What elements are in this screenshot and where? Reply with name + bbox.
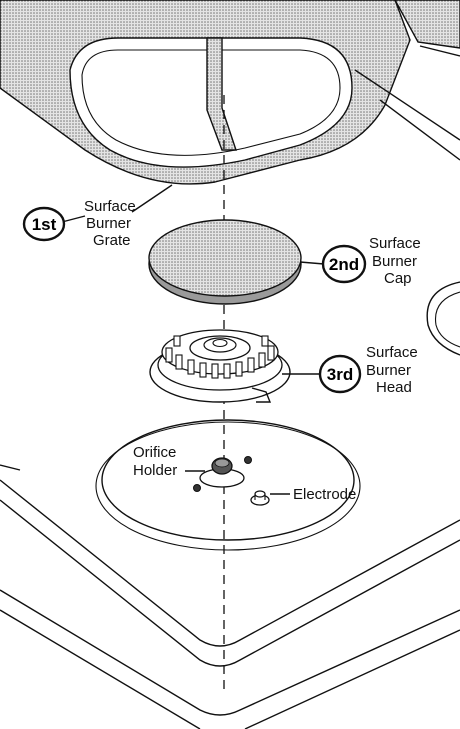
callout-grate: 1st Surface Burner Grate [22, 184, 173, 249]
callout-orifice-holder: Orifice Holder [133, 444, 205, 479]
head-label-line1: Surface [366, 344, 418, 361]
badge-1st-text: 1st [32, 215, 57, 234]
stovetop-base [0, 281, 460, 729]
callout-electrode: Electrode [270, 486, 356, 503]
cap-label-line3: Cap [384, 270, 412, 287]
cap-label-line2: Burner [372, 253, 417, 270]
electrode [250, 490, 270, 506]
grate-label-line3: Grate [93, 232, 131, 249]
grate-right-arm [394, 0, 460, 49]
cap-label-line1: Surface [369, 235, 421, 252]
orifice-label-line1: Orifice [133, 444, 176, 461]
surface-burner-cap [148, 219, 302, 305]
badge-2nd-text: 2nd [329, 255, 359, 274]
orifice-label-line2: Holder [133, 462, 177, 479]
badge-3rd [318, 354, 362, 394]
badge-3rd-text: 3rd [327, 365, 353, 384]
grate-frame [0, 0, 411, 185]
grate-label-line2: Burner [86, 215, 131, 232]
grate-finger [206, 37, 237, 151]
grate-label-line1: Surface [84, 198, 136, 215]
electrode-label: Electrode [293, 486, 356, 503]
badge-1st [22, 206, 66, 242]
surface-burner-head [149, 329, 291, 403]
badge-2nd [321, 244, 367, 284]
orifice-holder [193, 456, 252, 492]
callout-cap: 2nd Surface Burner Cap [299, 235, 421, 287]
head-label-line2: Burner [366, 362, 411, 379]
surface-burner-grate [0, 0, 460, 185]
head-label-line3: Head [376, 379, 412, 396]
callout-head: 3rd Surface Burner Head [282, 344, 418, 396]
